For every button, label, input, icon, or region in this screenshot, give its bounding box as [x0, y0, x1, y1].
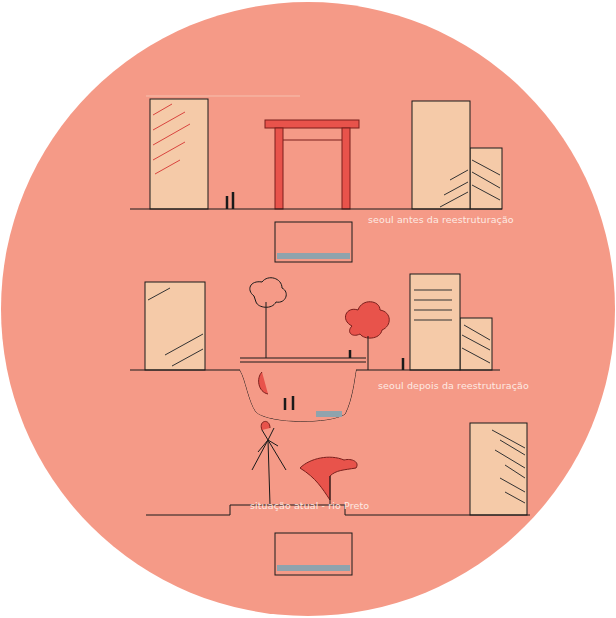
- section-caption: situação atual - rio Preto: [250, 500, 369, 511]
- caption-holder: seoul depois da reestruturação: [378, 375, 529, 393]
- section-caption: seoul depois da reestruturação: [378, 380, 529, 391]
- section-caption: seoul antes da reestruturação: [368, 214, 514, 225]
- caption-holder: situação atual - rio Preto: [250, 495, 369, 513]
- caption-holder: seoul antes da reestruturação: [368, 209, 514, 227]
